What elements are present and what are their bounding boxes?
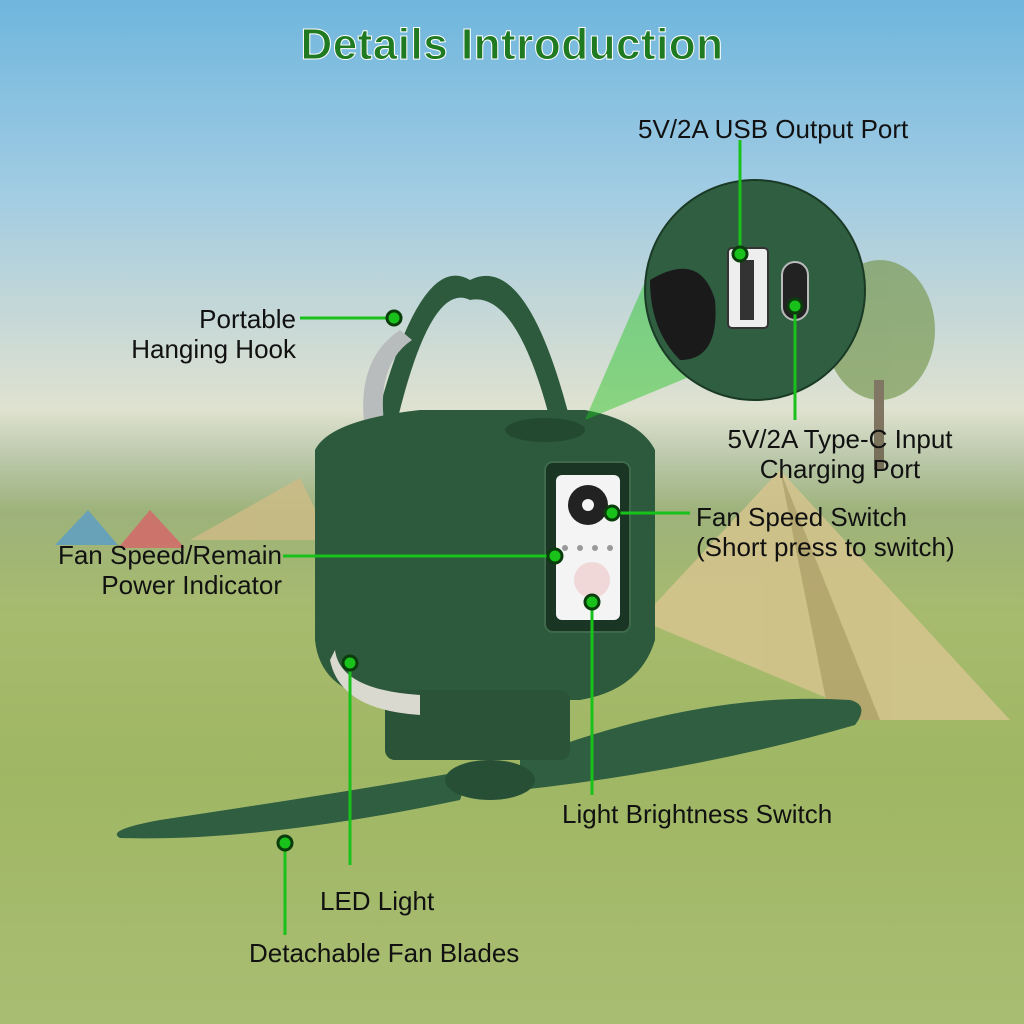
top-cap (505, 418, 585, 442)
fan-switch-line1: Fan Speed Switch (696, 502, 908, 532)
hook-label-line2: Hanging Hook (131, 334, 296, 364)
fan-hub (445, 760, 535, 800)
hanging-hook-label: Portable Hanging Hook (60, 304, 296, 364)
typec-label-line2: Charging Port (759, 454, 921, 484)
carabiner (363, 330, 412, 430)
spotlight-beam (585, 270, 730, 420)
background-tents (55, 470, 1010, 720)
indicator-line1: Fan Speed/Remain (57, 540, 282, 570)
typec-input-label: 5V/2A Type-C Input Charging Port (680, 424, 1000, 484)
fan-speed-switch-label: Fan Speed Switch (Short press to switch) (696, 502, 955, 562)
light-switch-label: Light Brightness Switch (562, 799, 833, 829)
handle (375, 275, 575, 440)
fan-blades-label: Detachable Fan Blades (249, 938, 520, 968)
page-title: Details Introduction (300, 20, 724, 70)
callout-dots (276, 245, 804, 852)
indicator-dots (562, 545, 613, 551)
usb-output-label: 5V/2A USB Output Port (638, 114, 909, 144)
indicator-line2: Power Indicator (101, 570, 282, 600)
power-indicator-label: Fan Speed/Remain Power Indicator (0, 540, 282, 600)
hook-label-line1: Portable (199, 304, 296, 334)
fan-blade-right (520, 698, 862, 790)
led-strip (330, 650, 420, 715)
fan-switch-line2: (Short press to switch) (696, 532, 955, 562)
typec-label-line1: 5V/2A Type-C Input (727, 424, 953, 454)
fan-blade-left (116, 770, 471, 839)
device-base (385, 690, 570, 760)
callout-lines (283, 140, 797, 935)
led-light-label: LED Light (320, 886, 435, 916)
